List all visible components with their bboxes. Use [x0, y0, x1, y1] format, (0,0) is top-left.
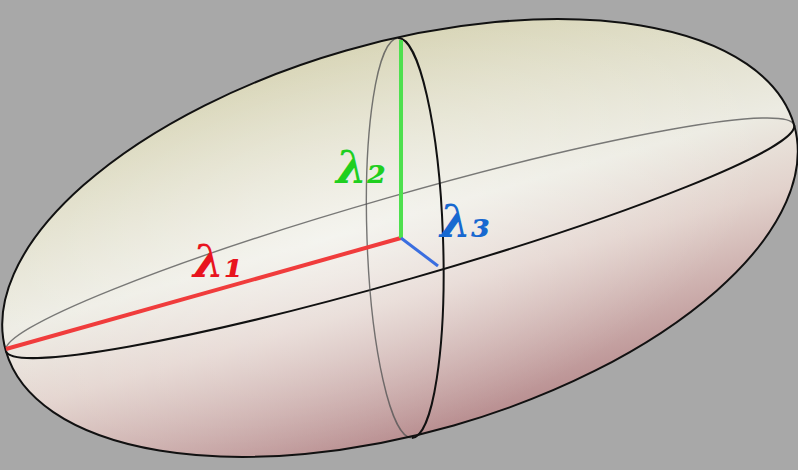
axis-1 [6, 238, 401, 349]
axis-label-3: λ₃ [440, 200, 490, 244]
axis-2 [399, 40, 403, 238]
axis-3 [401, 238, 438, 266]
axis-label-2: λ₂ [336, 146, 386, 190]
equator-back [0, 85, 794, 351]
axis-label-1: λ₁ [193, 240, 243, 284]
